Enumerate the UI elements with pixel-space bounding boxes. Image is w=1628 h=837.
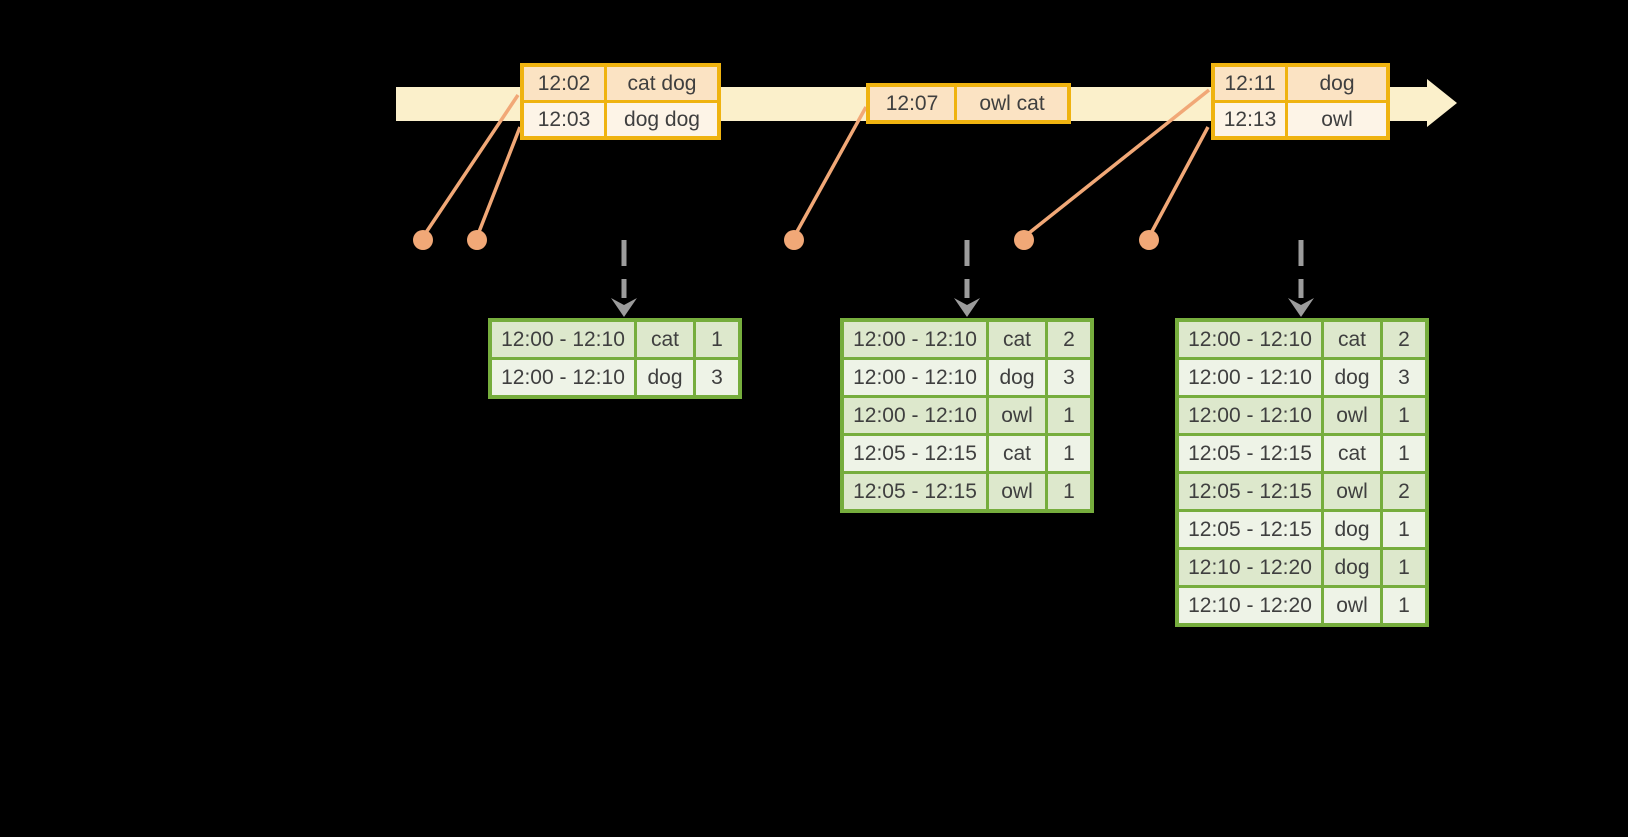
cell-window: 12:05 - 12:15 bbox=[1175, 509, 1324, 550]
cell-count: 2 bbox=[1380, 318, 1429, 360]
cell-window: 12:05 - 12:15 bbox=[840, 471, 989, 513]
cell-time: 12:02 bbox=[520, 63, 607, 103]
cell-word: cat bbox=[986, 433, 1048, 474]
cell-count: 1 bbox=[1380, 509, 1429, 550]
cell-window: 12:00 - 12:10 bbox=[840, 395, 989, 436]
cell-window: 12:05 - 12:15 bbox=[1175, 433, 1324, 474]
cell-count: 1 bbox=[1045, 471, 1094, 513]
connector-line bbox=[1147, 126, 1210, 238]
cell-count: 2 bbox=[1380, 471, 1429, 512]
cell-window: 12:05 - 12:15 bbox=[840, 433, 989, 474]
cell-time: 12:03 bbox=[520, 100, 607, 140]
cell-word: dog bbox=[634, 357, 696, 399]
cell-words: owl cat bbox=[954, 83, 1071, 124]
cell-words: dog dog bbox=[604, 100, 721, 140]
timeline-arrowhead-icon bbox=[1427, 79, 1457, 127]
cell-word: owl bbox=[1321, 585, 1383, 627]
cell-window: 12:10 - 12:20 bbox=[1175, 585, 1324, 627]
cell-time: 12:11 bbox=[1211, 63, 1288, 103]
cell-word: dog bbox=[986, 357, 1048, 398]
cell-window: 12:00 - 12:10 bbox=[840, 357, 989, 398]
dot-icon bbox=[784, 230, 804, 250]
dot-icon bbox=[467, 230, 487, 250]
cell-word: cat bbox=[986, 318, 1048, 360]
connector-lines bbox=[421, 88, 1211, 239]
cell-word: dog bbox=[1321, 509, 1383, 550]
connector-line bbox=[421, 94, 520, 238]
connector-line bbox=[1022, 88, 1211, 239]
cell-words: dog bbox=[1285, 63, 1390, 103]
cell-count: 3 bbox=[693, 357, 742, 399]
cell-word: dog bbox=[1321, 357, 1383, 398]
dot-icon bbox=[413, 230, 433, 250]
cell-word: cat bbox=[1321, 433, 1383, 474]
cell-word: cat bbox=[1321, 318, 1383, 360]
cell-word: owl bbox=[986, 395, 1048, 436]
dot-icon bbox=[1014, 230, 1034, 250]
cell-window: 12:10 - 12:20 bbox=[1175, 547, 1324, 588]
arrowhead-icon bbox=[611, 298, 637, 317]
cell-window: 12:00 - 12:10 bbox=[840, 318, 989, 360]
cell-window: 12:00 - 12:10 bbox=[1175, 395, 1324, 436]
cell-window: 12:00 - 12:10 bbox=[488, 318, 637, 360]
cell-count: 2 bbox=[1045, 318, 1094, 360]
connector-line bbox=[475, 126, 522, 238]
cell-count: 3 bbox=[1045, 357, 1094, 398]
cell-count: 1 bbox=[693, 318, 742, 360]
cell-word: dog bbox=[1321, 547, 1383, 588]
cell-word: owl bbox=[1321, 471, 1383, 512]
cell-time: 12:07 bbox=[866, 83, 957, 124]
cell-window: 12:00 - 12:10 bbox=[1175, 318, 1324, 360]
cell-word: owl bbox=[1321, 395, 1383, 436]
cell-window: 12:00 - 12:10 bbox=[488, 357, 637, 399]
trigger-arrows bbox=[611, 240, 1314, 317]
event-markers bbox=[413, 230, 1159, 250]
cell-words: cat dog bbox=[604, 63, 721, 103]
arrowhead-icon bbox=[1288, 298, 1314, 317]
cell-word: owl bbox=[986, 471, 1048, 513]
cell-count: 1 bbox=[1380, 433, 1429, 474]
cell-count: 1 bbox=[1045, 433, 1094, 474]
dot-icon bbox=[1139, 230, 1159, 250]
arrowhead-icon bbox=[954, 298, 980, 317]
cell-window: 12:05 - 12:15 bbox=[1175, 471, 1324, 512]
cell-count: 1 bbox=[1380, 585, 1429, 627]
cell-words: owl bbox=[1285, 100, 1390, 140]
cell-window: 12:00 - 12:10 bbox=[1175, 357, 1324, 398]
cell-count: 1 bbox=[1045, 395, 1094, 436]
cell-count: 1 bbox=[1380, 547, 1429, 588]
connector-line bbox=[792, 106, 868, 238]
cell-count: 1 bbox=[1380, 395, 1429, 436]
cell-time: 12:13 bbox=[1211, 100, 1288, 140]
cell-count: 3 bbox=[1380, 357, 1429, 398]
cell-word: cat bbox=[634, 318, 696, 360]
